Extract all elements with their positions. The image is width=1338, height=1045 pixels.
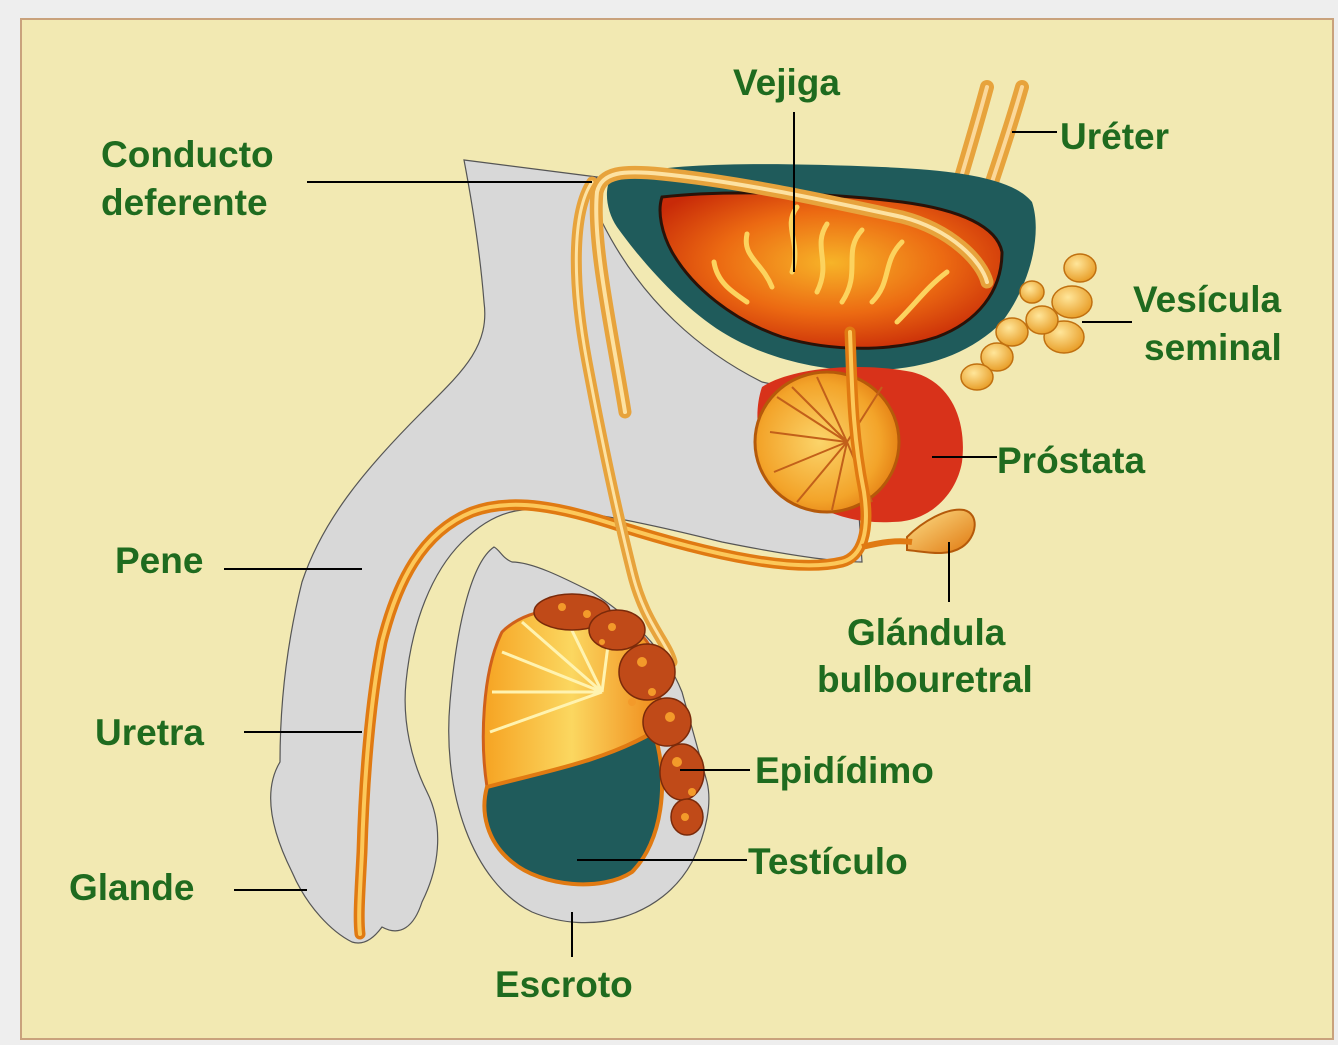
label-glande: Glande xyxy=(69,865,194,911)
label-bulbouretral: bulbouretral xyxy=(817,657,1033,703)
label-glandula: Glándula xyxy=(847,610,1005,656)
label-seminal: seminal xyxy=(1144,325,1282,371)
ureter-right-line xyxy=(992,87,1022,182)
label-conducto: Conducto xyxy=(101,132,274,178)
label-deferente: deferente xyxy=(101,180,268,226)
label-ureter: Uréter xyxy=(1060,114,1169,160)
diagram-frame: Vejiga Uréter Conducto deferente Vesícul… xyxy=(20,18,1334,1040)
label-pene: Pene xyxy=(115,538,203,584)
label-vejiga: Vejiga xyxy=(733,60,840,106)
label-testiculo: Testículo xyxy=(748,839,908,885)
label-uretra: Uretra xyxy=(95,710,204,756)
label-epididimo: Epidídimo xyxy=(755,748,934,794)
label-vesicula: Vesícula xyxy=(1133,277,1281,323)
label-prostata: Próstata xyxy=(997,438,1145,484)
label-escroto: Escroto xyxy=(495,962,633,1008)
bladder-lumen xyxy=(660,193,1002,348)
